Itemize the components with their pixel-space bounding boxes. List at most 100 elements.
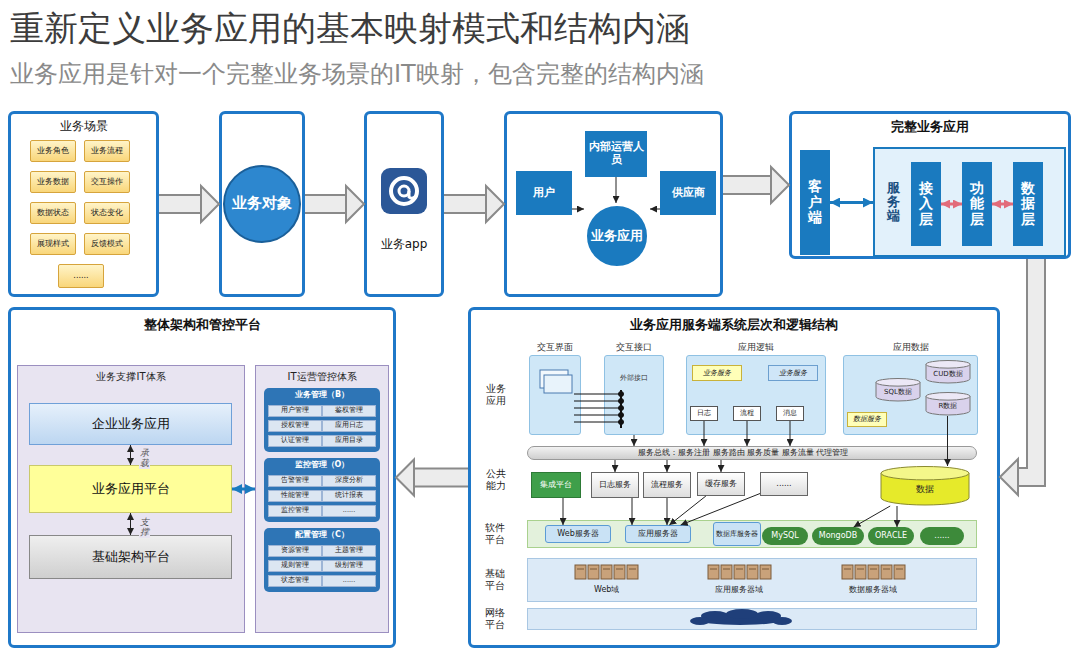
block-arrow-head bbox=[771, 167, 789, 203]
layer-box: 数据层 bbox=[1013, 162, 1043, 246]
connector bbox=[616, 177, 617, 203]
data-cylinder: R数据 bbox=[925, 392, 971, 416]
edge-label: 支撑 bbox=[139, 518, 150, 538]
server-slot bbox=[857, 569, 864, 570]
connector bbox=[790, 421, 791, 446]
node-text: 数据服务 bbox=[853, 415, 881, 423]
block-arrow-body bbox=[444, 196, 486, 212]
server-slot bbox=[590, 569, 597, 570]
node-text: 业务角色 bbox=[37, 146, 69, 155]
node-text: 软件平台 bbox=[485, 522, 507, 546]
node-text: ...... bbox=[934, 531, 949, 540]
service-tag: 业务服务 bbox=[692, 365, 742, 381]
server-box bbox=[708, 565, 719, 579]
connector bbox=[704, 421, 705, 446]
node-text: 完整业务应用 bbox=[891, 120, 969, 135]
node-text: 日志 bbox=[697, 409, 711, 417]
connector-line bbox=[721, 460, 722, 472]
management-cell: 深度分析 bbox=[322, 475, 376, 487]
connector-line bbox=[650, 209, 660, 210]
connector-line bbox=[790, 421, 791, 446]
panel: 整体架构和管控平台业务支撑IT体系企业业务应用业务应用平台基础架构平台IT运营管… bbox=[8, 307, 396, 648]
node-text: 应用数据 bbox=[893, 342, 929, 352]
node-text: 数据层 bbox=[1021, 181, 1035, 227]
decoration-line bbox=[574, 401, 621, 402]
database-box: MySQL bbox=[762, 527, 808, 545]
node-text: 状态管理 bbox=[281, 577, 309, 584]
decoration-line bbox=[574, 422, 621, 423]
row-label: 应用服务器域 bbox=[715, 585, 763, 595]
node-text: 配置管理（C） bbox=[295, 530, 349, 539]
panel: 业务场景业务角色业务流程业务数据交互操作数据状态状态变化展现样式反馈模式....… bbox=[8, 111, 159, 297]
small-box: 流程 bbox=[733, 406, 761, 421]
node-text: 资源管理 bbox=[281, 547, 309, 554]
connector bbox=[721, 460, 722, 472]
block-arrow-body bbox=[305, 196, 346, 212]
decoration-ellipse bbox=[690, 617, 710, 625]
management-cell: 性能管理 bbox=[268, 490, 322, 502]
service-box: 缓存服务 bbox=[697, 472, 745, 496]
database-box: MongoDB bbox=[812, 527, 864, 545]
node-text: 用户 bbox=[533, 187, 555, 200]
block-arrow-head bbox=[1000, 459, 1018, 495]
block-arrow-outline bbox=[444, 194, 486, 214]
connector-line bbox=[130, 513, 131, 535]
management-cell: 应用目录 bbox=[322, 435, 376, 447]
node-text: 应用服务器 bbox=[638, 530, 678, 539]
circle-shape bbox=[224, 166, 300, 242]
decoration-circle bbox=[619, 413, 624, 418]
block-arrow-body bbox=[1018, 259, 1036, 477]
node-text: 认证管理 bbox=[281, 437, 309, 444]
decoration-ellipse bbox=[772, 617, 792, 625]
server-box bbox=[734, 565, 745, 579]
connector bbox=[563, 498, 564, 525]
connector bbox=[572, 209, 584, 210]
edge-label: 承载 bbox=[139, 449, 150, 469]
server-slot bbox=[616, 569, 623, 570]
node-text: 业务管理（B） bbox=[295, 390, 349, 399]
connector bbox=[667, 498, 668, 525]
connector-line bbox=[854, 506, 891, 527]
row-label: 公共能力 bbox=[486, 468, 508, 492]
management-cell: 状态管理 bbox=[268, 575, 322, 587]
node-text: 客户端 bbox=[808, 179, 822, 225]
panel: 完整业务应用客户端服务端接入层功能层数据层 bbox=[789, 111, 1071, 259]
column-box: 应用数据CUD数据SQL数据R数据数据服务 bbox=[843, 355, 978, 435]
node-text: 级别管理 bbox=[335, 562, 363, 569]
connector bbox=[681, 494, 760, 525]
data-cylinder: 数据 bbox=[880, 466, 970, 506]
node-text: 告警管理 bbox=[281, 477, 309, 484]
diagram-title: 重新定义业务应用的基本映射模式和结构内涵 bbox=[10, 6, 690, 52]
node-text: 鉴权管理 bbox=[335, 407, 363, 414]
server-box: Web服务器 bbox=[545, 525, 611, 543]
connector bbox=[615, 460, 616, 472]
decoration-path bbox=[409, 191, 416, 198]
node-text: IT运营管控体系 bbox=[287, 371, 356, 383]
node-text: 数据库服务器 bbox=[716, 530, 758, 538]
connector bbox=[669, 496, 706, 525]
block-arrow-head bbox=[346, 186, 364, 222]
node-text: 日志服务 bbox=[599, 480, 631, 489]
node-text: 服务总线：服务注册 服务路由 服务质量 服务流量 代理管理 bbox=[638, 448, 848, 457]
server-box bbox=[627, 565, 638, 579]
management-cell: ...... bbox=[322, 505, 376, 517]
server-box bbox=[614, 565, 625, 579]
node-text: 统计报表 bbox=[335, 492, 363, 499]
server-slot bbox=[603, 569, 610, 570]
database-box: ORACLE bbox=[868, 527, 914, 545]
service-box: 集成平台 bbox=[531, 472, 581, 498]
platform-box: 基础架构平台 bbox=[29, 535, 232, 579]
decoration-circle bbox=[391, 178, 417, 204]
process-box: 供应商 bbox=[660, 171, 716, 215]
connector-line bbox=[681, 494, 760, 525]
server-slot bbox=[870, 569, 877, 570]
block-arrow-head bbox=[201, 186, 219, 222]
node-text: Web服务器 bbox=[557, 530, 598, 539]
connector-line bbox=[669, 496, 706, 525]
server-box bbox=[575, 565, 586, 579]
node-text: 接入层 bbox=[919, 181, 933, 227]
server-slot bbox=[736, 569, 743, 570]
node-text: 交互接口 bbox=[616, 342, 652, 352]
platform-box: 业务应用平台 bbox=[29, 465, 232, 513]
